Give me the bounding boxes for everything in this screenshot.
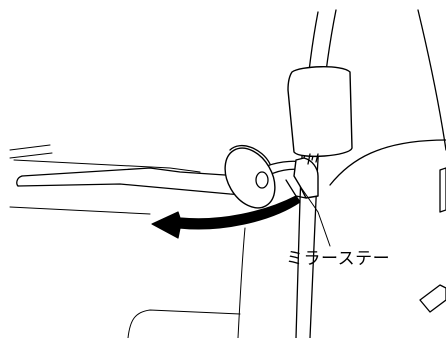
hood-lines: [10, 145, 260, 338]
swing-arrow: [152, 196, 300, 238]
mirror-stay-label: ミラーステー: [286, 244, 390, 269]
upper-mirror: [288, 67, 352, 164]
